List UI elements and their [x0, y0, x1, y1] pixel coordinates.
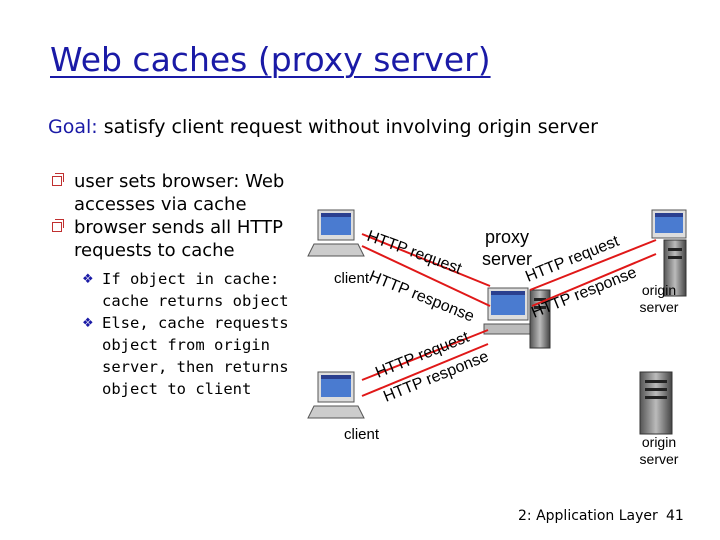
sub-bullet-text: If object in cache: cache returns object — [102, 270, 289, 310]
proxy-server-label: proxy server — [481, 227, 532, 269]
slide-title: Web caches (proxy server) — [50, 40, 491, 79]
origin-server-icon — [639, 371, 673, 435]
page-number: 41 — [666, 508, 684, 524]
origin-server-label: origin server — [639, 282, 679, 315]
sub-bullet-item: ❖ If object in cache: cache returns obje… — [52, 268, 312, 312]
bullet-marker-icon — [52, 173, 64, 186]
arrow-request-bottom-client — [361, 329, 489, 381]
arrow-request-top-client — [361, 233, 491, 287]
diamond-bullet-icon: ❖ — [82, 272, 94, 287]
diamond-bullet-icon: ❖ — [82, 316, 94, 331]
client-computer-icon — [307, 371, 365, 419]
http-response-label: HTTP response — [367, 268, 477, 326]
client-label: client — [334, 270, 370, 287]
arrow-response-bottom-client — [361, 343, 489, 397]
bullet-list: user sets browser: Web accesses via cach… — [52, 170, 312, 400]
origin-server-icon — [651, 209, 687, 297]
arrow-request-proxy-origin — [529, 239, 657, 291]
http-arrows — [361, 233, 657, 397]
origin-server-label: origin server — [639, 434, 679, 467]
arrow-response-top-client — [361, 245, 491, 307]
bullet-item: user sets browser: Web accesses via cach… — [52, 170, 312, 216]
bullet-text: browser sends all HTTP requests to cache — [74, 217, 283, 261]
client-computer-icon — [307, 209, 365, 257]
goal-line: Goal: satisfy client request without inv… — [48, 116, 598, 138]
bullet-item: browser sends all HTTP requests to cache — [52, 216, 312, 262]
bullet-marker-icon — [52, 219, 64, 232]
bullet-text: user sets browser: Web accesses via cach… — [74, 171, 285, 215]
sub-bullet-item: ❖ Else, cache requests object from origi… — [52, 312, 312, 400]
sub-bullet-text: Else, cache requests object from origin … — [102, 314, 289, 398]
client-label: client — [344, 426, 380, 443]
arrow-response-origin-proxy — [531, 253, 657, 307]
footer-text: 2: Application Layer — [518, 508, 658, 524]
goal-text: satisfy client request without involving… — [103, 116, 598, 138]
goal-label: Goal: — [48, 116, 98, 138]
